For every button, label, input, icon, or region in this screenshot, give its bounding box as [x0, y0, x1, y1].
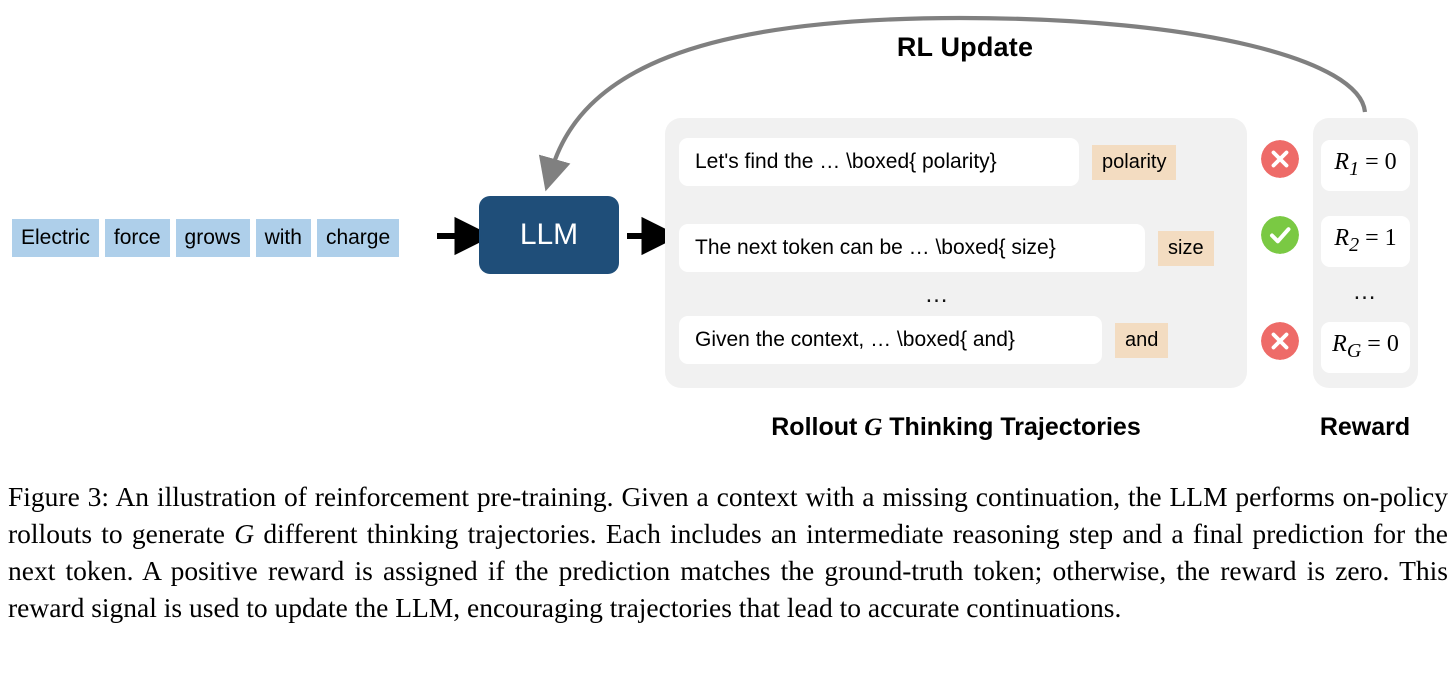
reward-ellipsis: … [1352, 278, 1379, 305]
cross-icon [1261, 322, 1299, 360]
reward-subscript: 1 [1349, 157, 1360, 180]
input-token: force [104, 219, 170, 257]
figure-caption-variable: G [234, 518, 255, 549]
figure-caption-text-1: An illustration of reinforcement pre-tra… [8, 481, 1448, 549]
rl-update-label: RL Update [896, 32, 1034, 62]
llm-box: LLM [479, 196, 619, 274]
figure-caption: Figure 3: An illustration of reinforceme… [8, 478, 1448, 626]
trajectory-text: The next token can be … \boxed{ size} [679, 224, 1145, 272]
figure-caption-text-2: different thinking trajectories. Each in… [8, 518, 1448, 623]
reward-value: R1 = 0 [1321, 140, 1410, 191]
check-icon [1261, 216, 1299, 254]
predicted-token-badge: and [1115, 322, 1169, 358]
trajectory-row: Let's find the … \boxed{ polarity} polar… [679, 138, 1177, 186]
reward-caption: Reward [1319, 413, 1411, 441]
reward-number: 0 [1386, 331, 1399, 357]
input-token: charge [316, 219, 400, 257]
rollout-caption: Rollout G Thinking Trajectories [665, 413, 1247, 442]
predicted-token-badge: size [1158, 230, 1214, 266]
rollout-ellipsis: … [924, 281, 951, 308]
input-token: grows [175, 219, 250, 257]
rollout-caption-suffix: Thinking Trajectories [882, 413, 1141, 441]
predicted-token-badge: polarity [1092, 144, 1177, 180]
reward-number: 0 [1384, 149, 1397, 175]
reward-symbol: R [1334, 149, 1350, 175]
reward-equals: = [1359, 225, 1385, 251]
reward-panel: R1 = 0 R2 = 1 … RG = 0 [1313, 118, 1418, 388]
cross-icon [1261, 140, 1299, 178]
rpt-diagram: RL Update Electric force grows with char… [12, 15, 1418, 442]
input-token-row: Electric force grows with charge [12, 219, 400, 257]
reward-value: R2 = 1 [1321, 216, 1410, 267]
reward-symbol: R [1334, 225, 1350, 251]
reward-equals: = [1361, 331, 1387, 357]
llm-box-label: LLM [519, 218, 579, 251]
input-token: Electric [12, 219, 99, 257]
trajectory-row: Given the context, … \boxed{ and} and [679, 316, 1169, 364]
trajectory-text: Given the context, … \boxed{ and} [679, 316, 1102, 364]
reward-symbol: R [1332, 331, 1347, 357]
rollout-caption-variable: G [864, 414, 883, 441]
trajectory-text: Let's find the … \boxed{ polarity} [679, 138, 1079, 186]
figure-caption-label: Figure 3: [8, 481, 110, 512]
rollout-panel: Let's find the … \boxed{ polarity} polar… [665, 118, 1247, 388]
trajectory-row: The next token can be … \boxed{ size} si… [679, 224, 1214, 272]
reward-subscript: 2 [1349, 233, 1360, 256]
rollout-caption-prefix: Rollout [771, 413, 865, 441]
input-token: with [255, 219, 311, 257]
reward-equals: = [1359, 149, 1385, 175]
reward-value: RG = 0 [1321, 322, 1410, 373]
reward-number: 1 [1384, 225, 1397, 251]
reward-subscript: G [1346, 339, 1362, 362]
